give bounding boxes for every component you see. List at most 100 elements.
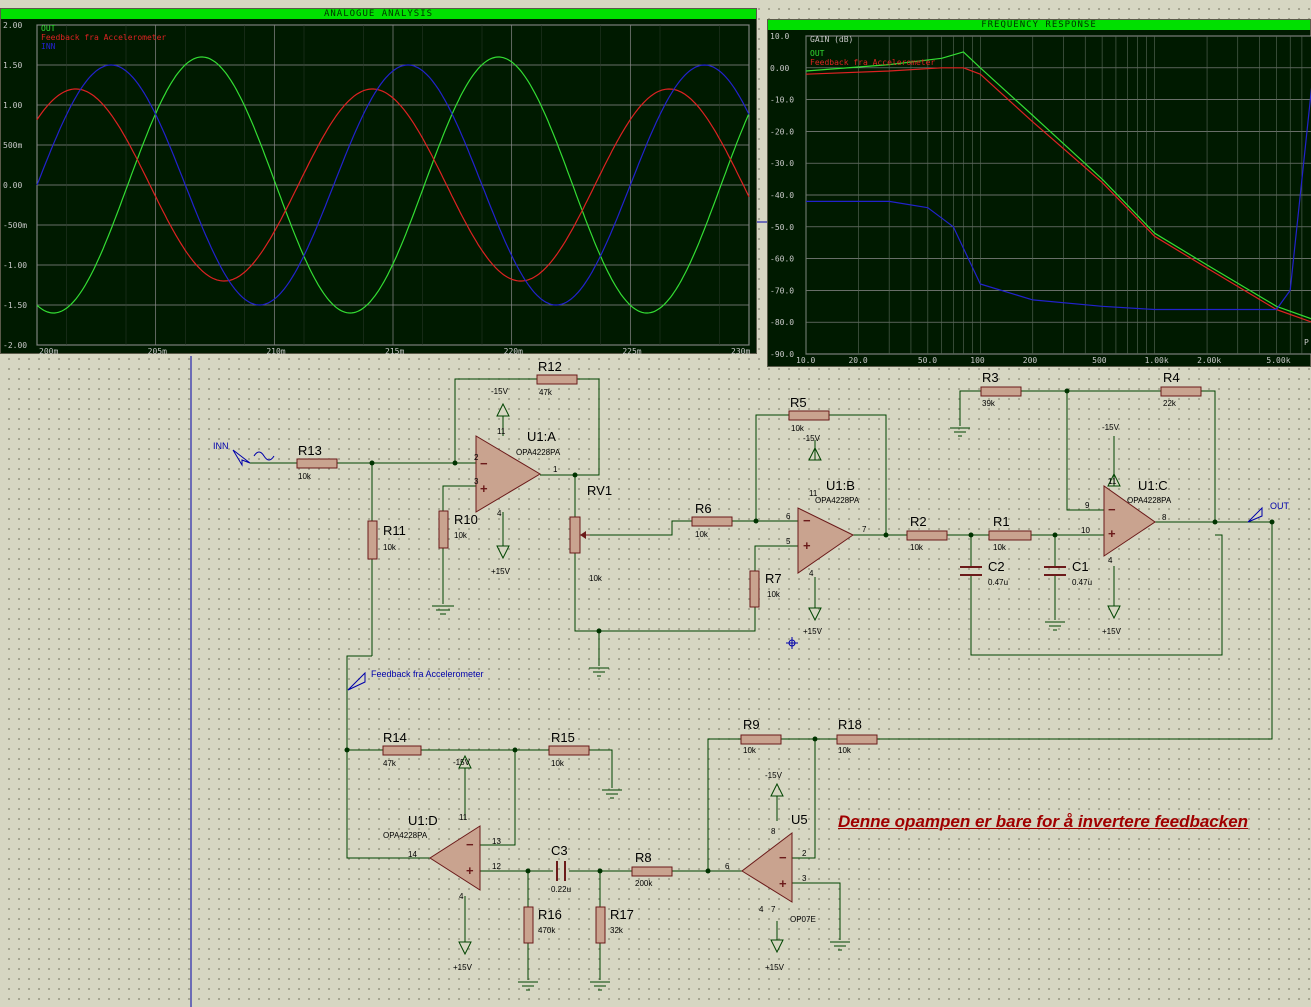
r17-value: 32k [610,926,624,935]
r2-label[interactable]: R2 [910,514,927,529]
r4-value: 22k [1163,399,1177,408]
rv1-label[interactable]: RV1 [587,483,612,498]
analogue-xtick: 205m [148,347,167,355]
freq-ytick: -90.0 [770,350,794,359]
c3-value: 0.22u [551,885,571,894]
analogue-xtick: 230m [731,347,750,355]
svg-text:−: − [803,513,811,528]
opamp-bodies [429,435,1156,903]
analogue-graph-title: ANALOGUE ANALYSIS [1,9,756,19]
r14-value: 47k [383,759,397,768]
r13-label[interactable]: R13 [298,443,322,458]
u1c-part: OPA4228PA [1127,496,1172,505]
r12-label[interactable]: R12 [538,359,562,374]
wires [250,378,1273,980]
r8-value: 200k [635,879,653,888]
svg-text:+: + [779,876,787,891]
gain-axis-label: GAIN (dB) [810,35,853,44]
r17-label[interactable]: R17 [610,907,634,922]
c2-label[interactable]: C2 [988,559,1005,574]
freq-xtick: 5.00k [1266,356,1290,365]
freq-ytick: 10.0 [770,32,789,41]
pin: 9 [1085,501,1090,510]
opamp-signs: −+ −+ −+ −+ −+ [466,456,1116,891]
r18-label[interactable]: R18 [838,717,862,732]
freq-xtick: 10.0 [796,356,815,365]
out-terminal-label[interactable]: OUT [1270,501,1290,511]
r9-label[interactable]: R9 [743,717,760,732]
pin: 8 [1162,513,1167,522]
analogue-series-1 [36,88,750,282]
pin: 14 [408,850,417,859]
freq-legend-feedback: Feedback fra Accelerometer [810,58,935,67]
analogue-series-2 [36,64,750,306]
pin: 3 [802,874,807,883]
r7-label[interactable]: R7 [765,571,782,586]
r4-label[interactable]: R4 [1163,370,1180,385]
r15-label[interactable]: R15 [551,730,575,745]
freq-ytick: -10.0 [770,96,794,105]
analogue-xtick: 225m [622,347,641,355]
freq-series-2 [806,87,1311,311]
u5-label[interactable]: U5 [791,812,808,827]
r11-label[interactable]: R11 [383,523,406,538]
u1c-supply-top: -15V [1102,423,1120,432]
r13-value: 10k [298,472,312,481]
r10-label[interactable]: R10 [454,512,478,527]
r1-label[interactable]: R1 [993,514,1010,529]
u5-supply-top: -15V [765,771,783,780]
r6-label[interactable]: R6 [695,501,712,516]
pin: 11 [497,427,506,436]
r16-label[interactable]: R16 [538,907,562,922]
u1d-supply-top: -15V [453,758,471,767]
freq-series-0 [805,51,1311,320]
pin: 4 [809,569,814,578]
u1d-label[interactable]: U1:D [408,813,438,828]
freq-xtick: 2.00k [1197,356,1221,365]
u5-supply-bottom: +15V [765,963,785,972]
svg-text:+: + [466,863,474,878]
pin: 2 [802,849,807,858]
r3-label[interactable]: R3 [982,370,999,385]
analogue-ytick: 1.50 [3,61,22,70]
freq-ytick: 0.00 [770,64,789,73]
u1c-label[interactable]: U1:C [1138,478,1168,493]
rv1-value: 10k [589,574,603,583]
r14-label[interactable]: R14 [383,730,407,745]
freq-ytick: -80.0 [770,318,794,327]
pin: 4 [1108,556,1113,565]
r3-value: 39k [982,399,996,408]
u1a-label[interactable]: U1:A [527,429,556,444]
analogue-ytick: 500m [3,141,22,150]
r7-value: 10k [767,590,781,599]
u1a-supply-top: -15V [491,387,509,396]
c1-value: 0.47u [1072,578,1092,587]
feedback-terminal-label[interactable]: Feedback fra Accelerometer [371,669,484,679]
u1b-supply-bottom: +15V [803,627,823,636]
pin: 11 [1108,477,1117,486]
pin: 4 [459,892,464,901]
freq-xtick: 20.0 [848,356,867,365]
terminal-symbols [232,449,1263,691]
c2-value: 0.47u [988,578,1008,587]
c3-label[interactable]: C3 [551,843,568,858]
analogue-ytick: -500m [3,221,27,230]
u1c-supply-bottom: +15V [1102,627,1122,636]
r5-value: 10k [791,424,805,433]
analogue-ytick: -2.00 [3,341,27,350]
r8-label[interactable]: R8 [635,850,652,865]
freq-legend-out: OUT [810,49,825,58]
pin: 3 [474,477,479,486]
u1b-label[interactable]: U1:B [826,478,855,493]
analogue-xtick: 215m [385,347,404,355]
inn-terminal-label[interactable]: INN [213,441,229,451]
r15-value: 10k [551,759,565,768]
c1-label[interactable]: C1 [1072,559,1089,574]
r5-label[interactable]: R5 [790,395,807,410]
svg-text:+: + [1108,526,1116,541]
r9-value: 10k [743,746,757,755]
power-symbols [432,402,1121,991]
